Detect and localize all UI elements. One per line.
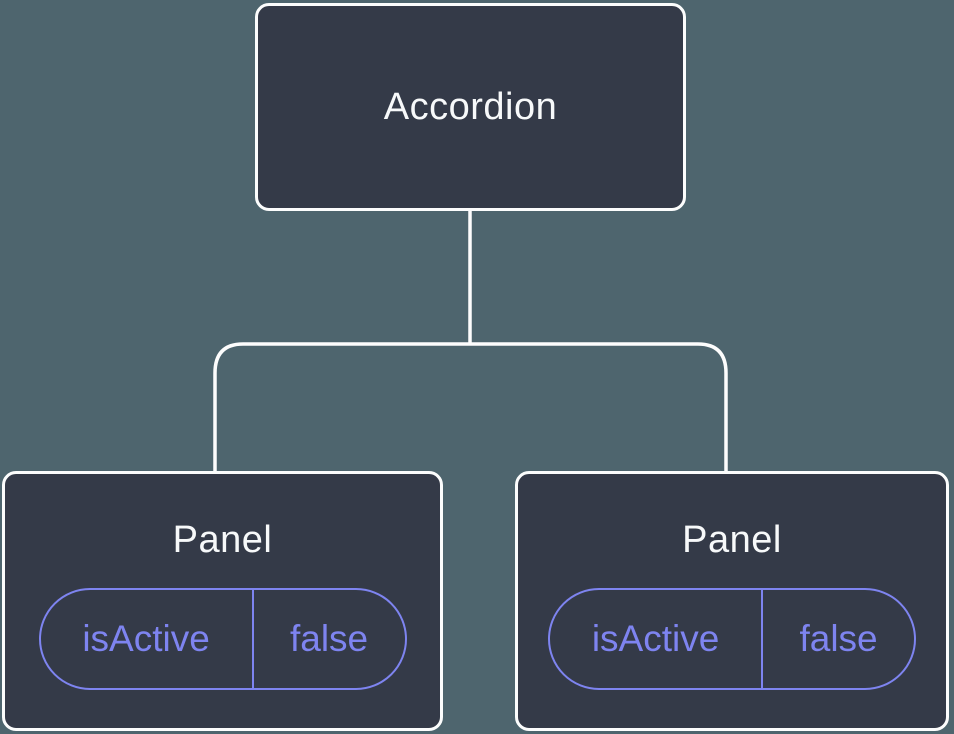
node-panel-right: Panel isActive false bbox=[515, 471, 949, 731]
node-accordion-label: Accordion bbox=[383, 86, 558, 128]
state-pill-left: isActive false bbox=[38, 588, 407, 690]
state-pill-right: isActive false bbox=[548, 588, 916, 690]
state-pill-right-name: isActive bbox=[550, 590, 764, 688]
state-pill-left-name: isActive bbox=[41, 590, 254, 688]
connector-bracket bbox=[213, 342, 728, 471]
state-pill-right-value: false bbox=[799, 618, 878, 659]
node-panel-left-label: Panel bbox=[172, 519, 273, 561]
node-panel-right-label: Panel bbox=[682, 519, 782, 561]
node-accordion: Accordion bbox=[255, 3, 686, 211]
node-panel-left: Panel isActive false bbox=[2, 471, 443, 731]
state-pill-left-value: false bbox=[289, 618, 369, 659]
